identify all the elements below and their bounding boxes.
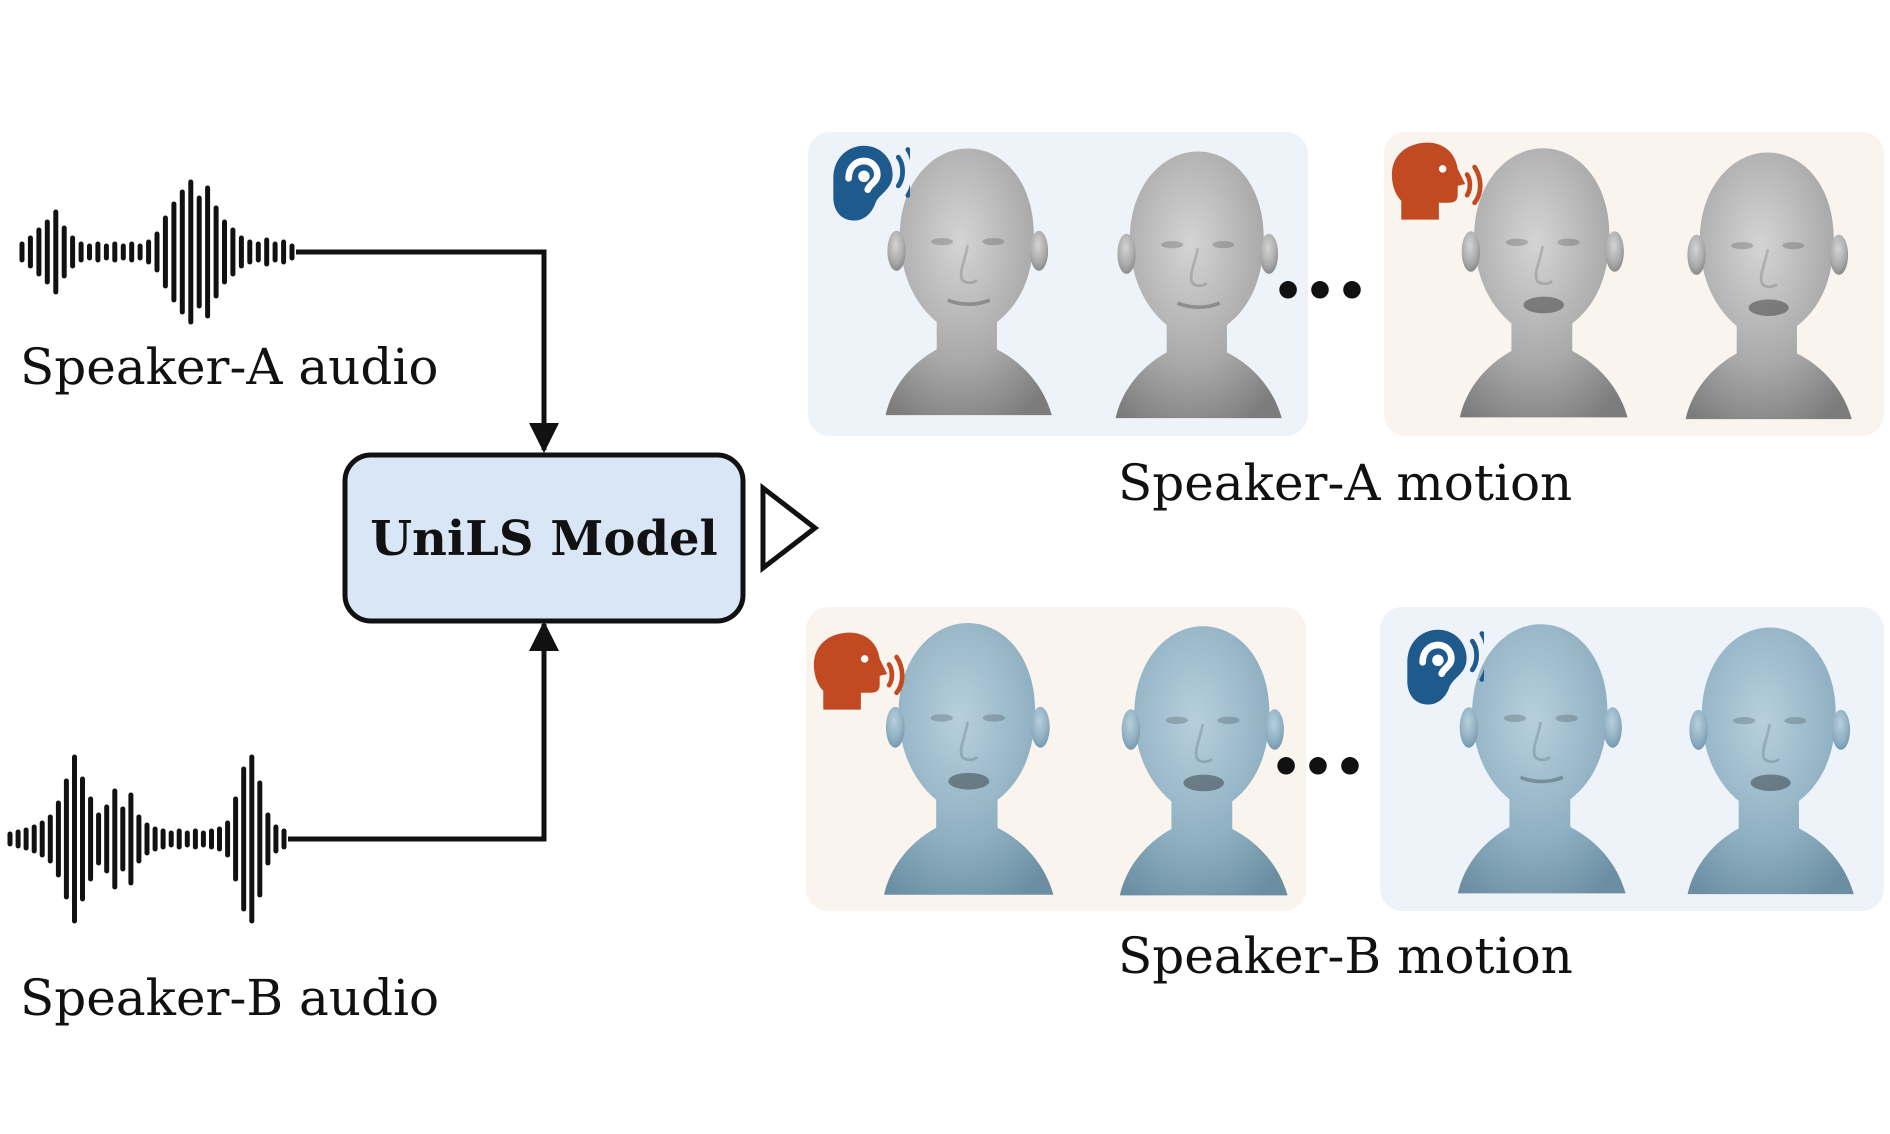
speaker-a-audio-label: Speaker-A audio xyxy=(20,338,438,396)
speaker-a-ellipsis: ••• xyxy=(1272,261,1368,320)
speaker-b-motion-row: ••• Speaker-B motion xyxy=(806,607,1884,985)
speaker-b-ellipsis: ••• xyxy=(1270,737,1366,796)
unils-model-label: UniLS Model xyxy=(370,511,718,567)
unils-model-box xyxy=(342,452,746,624)
speaker-a-connector xyxy=(296,249,559,453)
output-arrow-icon xyxy=(760,482,820,574)
speaker-b-connector xyxy=(288,621,559,842)
speaker-b-motion-label: Speaker-B motion xyxy=(1118,927,1573,985)
speaker-b-waveform xyxy=(7,754,287,924)
speaker-a-waveform xyxy=(19,179,295,325)
speaker-a-motion-row: ••• Speaker-A motion xyxy=(808,132,1884,512)
speaker-b-audio-label: Speaker-B audio xyxy=(20,969,439,1027)
speaker-a-motion-label: Speaker-A motion xyxy=(1118,454,1572,512)
